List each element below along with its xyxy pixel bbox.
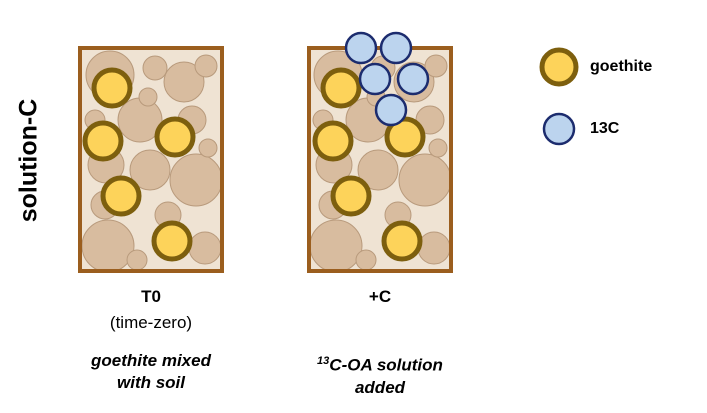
panel-t0-title: T0	[141, 287, 161, 306]
description-line: added	[354, 377, 406, 397]
isotope-superscript: 13	[317, 355, 330, 367]
legend-goethite-icon	[539, 47, 579, 87]
panel-plus-c-description: 13C-OA solution added	[280, 350, 480, 399]
soil-box-frame	[78, 46, 224, 273]
row-label-text: solution-C	[14, 98, 43, 222]
description-line: with soil	[117, 373, 185, 392]
description-line: 13C-OA solution	[280, 350, 480, 377]
legend-goethite-label: goethite	[590, 58, 653, 75]
soil-box-t0	[78, 46, 224, 273]
panel-t0-description: goethite mixed with soil	[55, 350, 247, 394]
carbon-13-particles	[344, 31, 430, 127]
legend-carbon-icon	[542, 112, 576, 146]
goethite-particles	[312, 67, 426, 262]
row-label: solution-C	[5, 65, 53, 255]
soil-box-plus-c	[307, 31, 453, 273]
description-line: goethite mixed	[91, 351, 211, 370]
soil-particles	[309, 50, 451, 271]
panel-t0-subtitle: (time-zero)	[109, 313, 193, 332]
goethite-particles	[82, 67, 196, 262]
panel-plus-c-title: +C	[368, 287, 392, 306]
description-text: C-OA solution	[329, 355, 443, 375]
legend-carbon-label: 13C	[590, 120, 620, 137]
legend	[539, 47, 579, 146]
